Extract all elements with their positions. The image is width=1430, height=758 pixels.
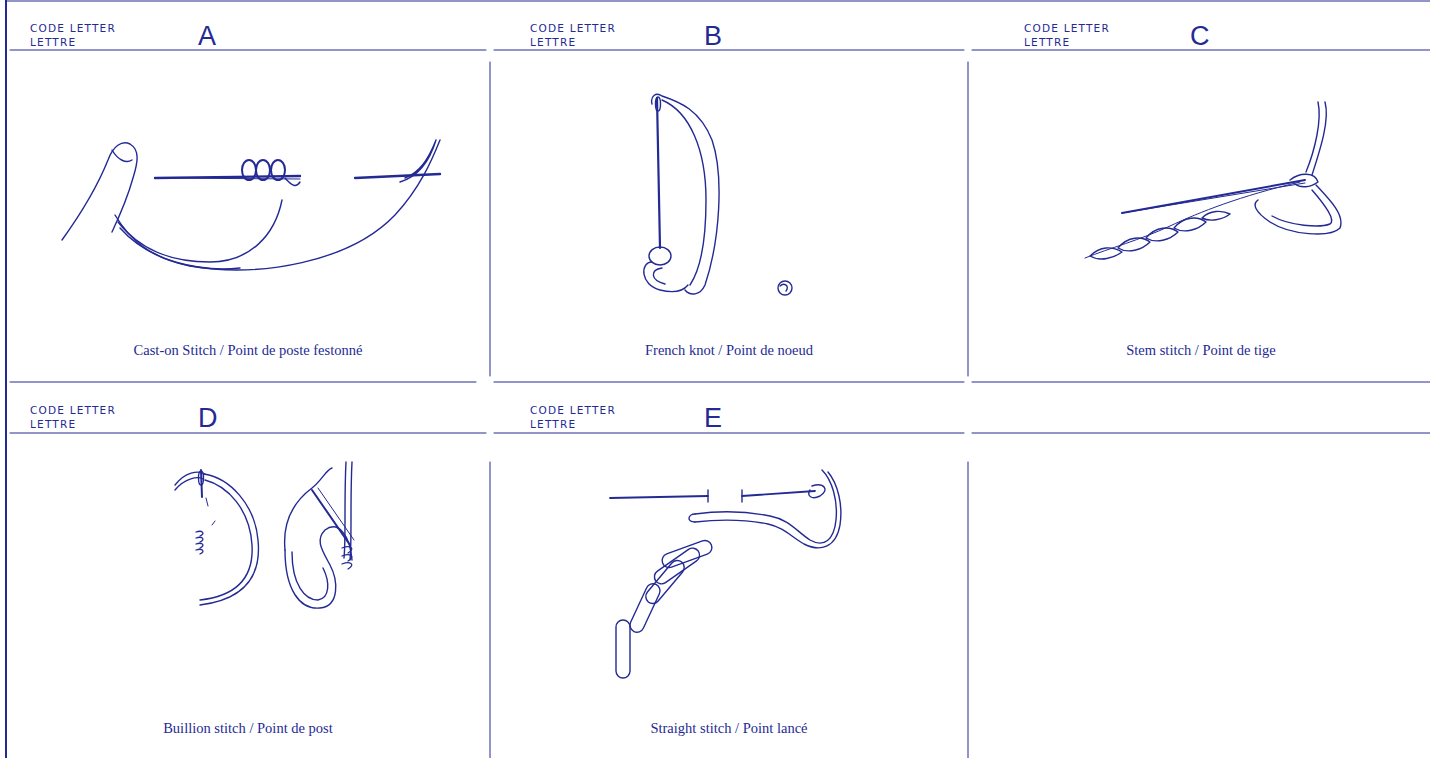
- stitch-cell: CODE LETTER LETTRE A Cast-on Stitch / Point…: [10, 0, 486, 382]
- code-label: CODE LETTER: [530, 22, 616, 34]
- code-letter: C: [1190, 23, 1210, 50]
- code-label: CODE LETTER: [30, 404, 116, 416]
- code-label: CODE LETTER: [530, 404, 616, 416]
- stitch-caption: Straight stitch / Point lancé: [494, 720, 964, 737]
- code-letter: E: [704, 405, 722, 432]
- stitch-cell: CODE LETTER LETTRE B French knot / Point de…: [494, 0, 964, 382]
- code-label: LETTRE: [530, 418, 576, 430]
- code-label: CODE LETTER: [1024, 22, 1110, 34]
- stitch-cell: CODE LETTER LETTRE C Stem stitch / Point de…: [972, 0, 1430, 382]
- stitch-cell: CODE LETTER LETTRE E Straight stitch / Poin…: [494, 382, 964, 758]
- code-letter: D: [198, 405, 218, 432]
- stitch-caption: Stem stitch / Point de tige: [972, 342, 1430, 359]
- code-label: LETTRE: [530, 36, 576, 48]
- stitch-cell: CODE LETTER LETTRE D Buillion stitch / Poin…: [10, 382, 486, 758]
- code-letter: A: [198, 23, 216, 50]
- code-label: LETTRE: [1024, 36, 1070, 48]
- stitch-caption: Cast-on Stitch / Point de poste festonné: [10, 342, 486, 359]
- code-letter: B: [704, 23, 722, 50]
- code-label: LETTRE: [30, 418, 76, 430]
- code-label: CODE LETTER: [30, 22, 116, 34]
- code-label: LETTRE: [30, 36, 76, 48]
- stitch-caption: French knot / Point de noeud: [494, 342, 964, 359]
- stitch-caption: Buillion stitch / Point de post: [10, 720, 486, 737]
